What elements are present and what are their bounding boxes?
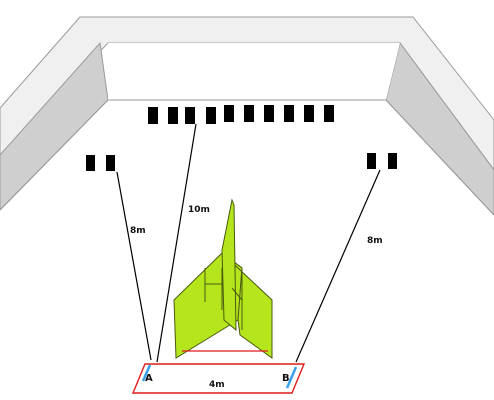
target-block [168,107,178,124]
model-shape [173,198,273,359]
target-block [106,155,115,171]
target-block [304,105,314,122]
center-distance-line [156,123,197,363]
right-distance-line [295,169,381,363]
target-block [185,107,195,124]
point-b-label: B [282,373,290,384]
fin-detail [231,287,243,301]
base-area [131,363,306,394]
target-block [324,105,334,122]
center-fin [221,198,237,332]
right-targets [367,153,397,169]
target-block [206,107,216,124]
labels: 8m 10m 8m 4m A B [130,205,383,390]
base-width-label: 4m [209,380,225,390]
target-block [86,155,95,171]
base-outline [131,363,306,394]
target-block [388,153,397,169]
right-wall-floor-line [385,99,494,216]
point-b-marker [285,366,298,389]
back-targets [148,105,334,124]
center-distance-label: 10m [188,205,210,215]
point-a-label: A [145,373,153,384]
left-targets [86,155,115,171]
target-block [148,107,158,124]
target-block [284,105,294,122]
target-block [224,105,234,122]
left-wall-floor-line [0,99,109,211]
left-distance-line [116,171,152,361]
back-wall-face [108,43,400,100]
room-walls [0,16,494,216]
target-block [367,153,376,169]
point-a-marker [141,364,152,382]
measurement-lines [116,123,381,363]
target-block [264,105,274,122]
target-block [244,105,254,122]
right-distance-label: 8m [367,236,383,246]
left-distance-label: 8m [130,226,146,236]
left-wall-face [0,41,109,211]
